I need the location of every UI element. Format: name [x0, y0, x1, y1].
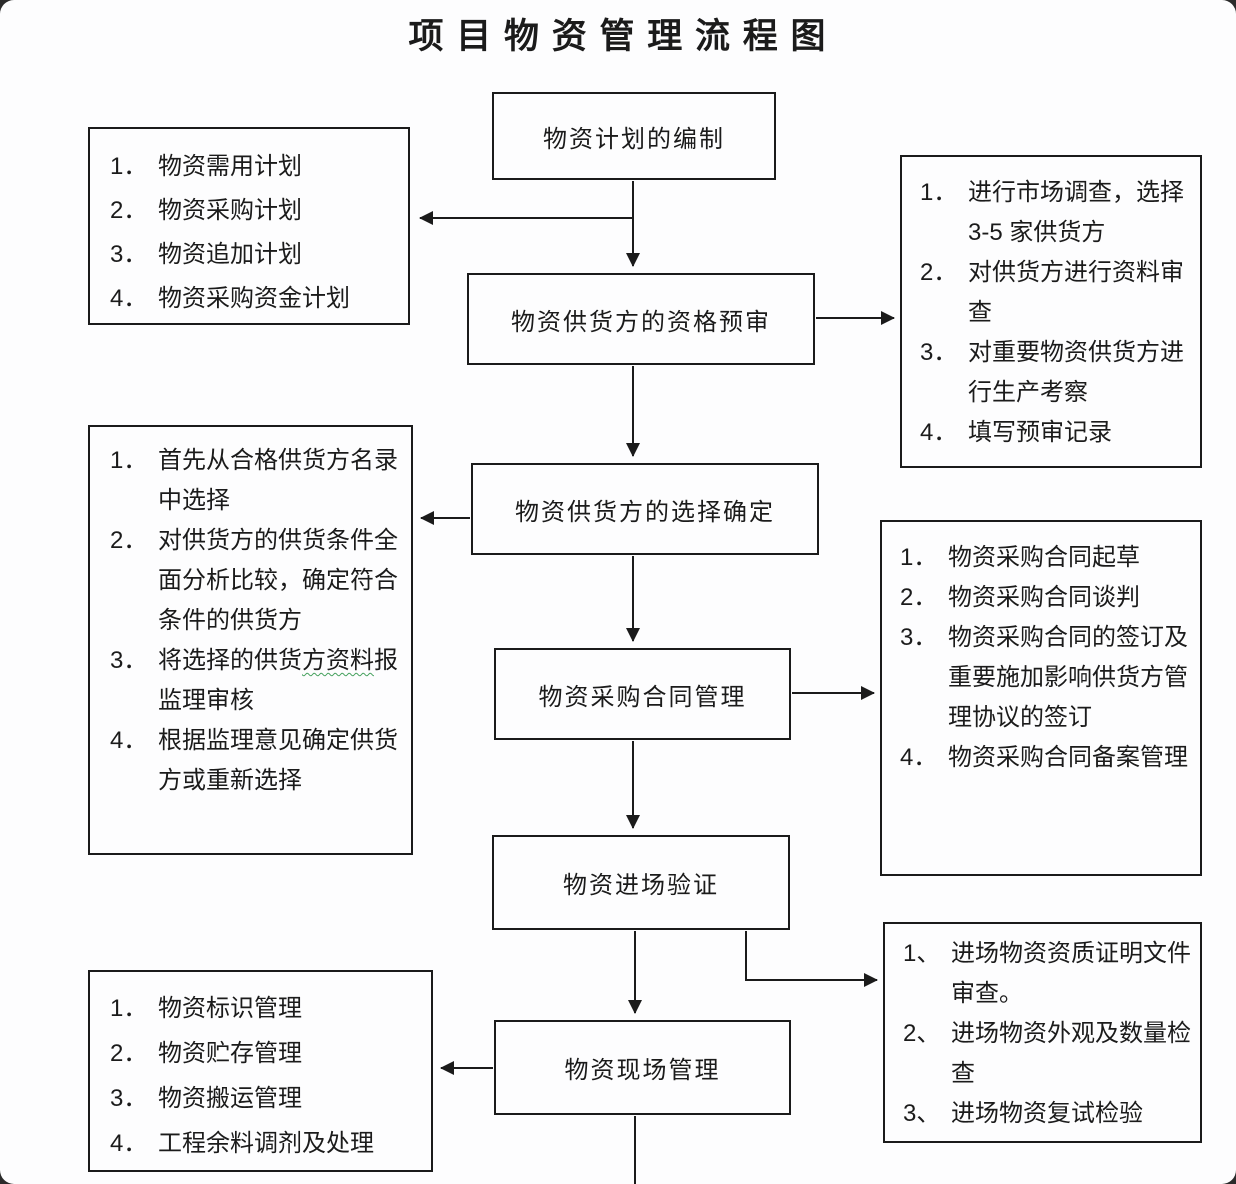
list-item-text: 将选择的供货	[158, 647, 302, 674]
list-item: 4． 根据监理意见确定供货方或重新选择	[110, 727, 398, 794]
node-label: 物资计划的编制	[543, 125, 725, 153]
list-item: 2． 物资采购计划	[110, 197, 302, 224]
list-item: 3． 对重要物资供货方进行生产考察	[920, 339, 1184, 406]
box-entry-verification-list: 1、 进场物资资质证明文件审查。 2、 进场物资外观及数量检查 3、 进场物资复…	[883, 922, 1202, 1143]
list-item: 1． 进行市场调查，选择 3-5 家供货方	[920, 179, 1184, 246]
list-item: 1． 首先从合格供货方名录中选择	[110, 447, 398, 514]
list-item: 3． 物资搬运管理	[110, 1085, 302, 1112]
list-item: 4． 工程余料调剂及处理	[110, 1130, 374, 1157]
box-prequalification-steps-list: 1． 进行市场调查，选择 3-5 家供货方 2． 对供货方进行资料审查 3． 对…	[900, 155, 1202, 468]
list-item: 1． 物资需用计划	[110, 153, 302, 180]
list-item: 3、 进场物资复试检验	[903, 1100, 1143, 1127]
list-item: 1． 物资标识管理	[110, 995, 302, 1022]
node-supplier-prequalification: 物资供货方的资格预审	[467, 273, 815, 365]
node-material-site-management: 物资现场管理	[494, 1020, 791, 1115]
list-item: 2． 物资贮存管理	[110, 1040, 302, 1067]
list-item: 4． 物资采购合同备案管理	[900, 744, 1188, 771]
list-item: 2、 进场物资外观及数量检查	[903, 1020, 1191, 1087]
box-contract-steps-list: 1． 物资采购合同起草 2． 物资采购合同谈判 3． 物资采购合同的签订及重要施…	[880, 520, 1202, 876]
page-title: 项 目 物 资 管 理 流 程 图	[408, 17, 828, 56]
list-item-text: 报监理审核	[158, 647, 398, 714]
node-supplier-selection: 物资供货方的选择确定	[471, 463, 819, 555]
list-item: 3． 物资追加计划	[110, 241, 302, 268]
box-selection-steps-list: 1． 首先从合格供货方名录中选择 2． 对供货方的供货条件全面分析比较，确定符合…	[88, 425, 413, 855]
spellcheck-underline: 方资料	[302, 647, 374, 674]
list-item: 2． 物资采购合同谈判	[900, 584, 1140, 611]
list-item: 1、 进场物资资质证明文件审查。	[903, 940, 1191, 1007]
node-purchase-contract-management: 物资采购合同管理	[494, 648, 791, 740]
node-label: 物资进场验证	[563, 872, 719, 899]
list-item: 4． 物资采购资金计划	[110, 285, 350, 312]
node-material-plan-compilation: 物资计划的编制	[492, 92, 776, 180]
list-item: 2． 对供货方的供货条件全面分析比较，确定符合条件的供货方	[110, 527, 398, 634]
list-item: 3． 将选择的供货方资料报监理审核	[110, 647, 398, 714]
box-site-management-list: 1． 物资标识管理 2． 物资贮存管理 3． 物资搬运管理 4． 工程余料调剂及…	[88, 970, 433, 1172]
node-label: 物资供货方的选择确定	[515, 498, 775, 526]
connector-to-verify-steps	[745, 931, 878, 987]
list-item: 3． 物资采购合同的签订及重要施加影响供货方管理协议的签订	[900, 624, 1188, 731]
node-label: 物资现场管理	[564, 1057, 721, 1084]
node-label: 物资供货方的资格预审	[511, 308, 771, 336]
node-material-entry-verification: 物资进场验证	[492, 835, 790, 930]
box-plan-types-list: 1． 物资需用计划 2． 物资采购计划 3． 物资追加计划 4． 物资采购资金计…	[88, 127, 410, 325]
list-item: 1． 物资采购合同起草	[900, 544, 1140, 571]
node-label: 物资采购合同管理	[538, 683, 747, 711]
list-item: 4． 填写预审记录	[920, 419, 1112, 446]
list-item: 2． 对供货方进行资料审查	[920, 259, 1184, 326]
